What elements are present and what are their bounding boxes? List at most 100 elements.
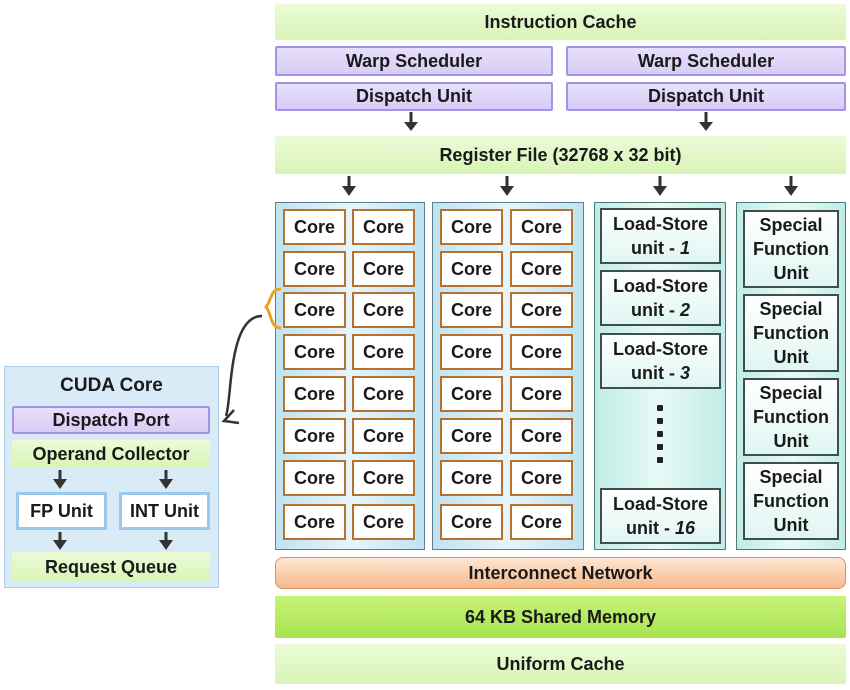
down-arrow-icon: [159, 470, 173, 489]
shared-memory-label: 64 KB Shared Memory: [464, 606, 657, 627]
core-label: Core: [362, 216, 404, 237]
interconnect-network: Interconnect Network: [275, 557, 846, 589]
core-label: Core: [293, 216, 335, 237]
warp-scheduler-label: Warp Scheduler: [637, 50, 775, 71]
core-label: Core: [450, 383, 492, 404]
load-store-number: 16: [674, 518, 695, 538]
load-store-prefix: unit -: [631, 363, 680, 383]
core-cell: Core: [440, 209, 503, 245]
core-cell: Core: [510, 376, 573, 412]
load-store-number: 3: [679, 363, 690, 383]
core-cell: Core: [440, 334, 503, 370]
core-label: Core: [520, 216, 562, 237]
ellipsis-dots: [654, 405, 666, 463]
cuda-core-title-label: CUDA Core: [60, 375, 163, 396]
core-cell: Core: [510, 418, 573, 454]
core-label: Core: [362, 258, 404, 279]
warp-scheduler-right: Warp Scheduler: [566, 46, 846, 76]
load-store-number: 2: [679, 300, 690, 320]
core-label: Core: [362, 341, 404, 362]
core-cell: Core: [283, 292, 346, 328]
core-label: Core: [450, 511, 492, 532]
cuda-core-title: CUDA Core: [4, 372, 219, 400]
int-unit: INT Unit: [119, 492, 210, 530]
shared-memory: 64 KB Shared Memory: [275, 596, 846, 638]
load-store-line2: unit - 3: [631, 361, 690, 385]
core-label: Core: [520, 511, 562, 532]
load-store-prefix: unit -: [631, 238, 680, 258]
core-cell: Core: [510, 504, 573, 540]
core-cell: Core: [510, 334, 573, 370]
cuda-core-panel: [4, 366, 219, 588]
interconnect-label: Interconnect Network: [468, 562, 653, 583]
sfu-line2: Function: [753, 323, 829, 343]
down-arrow-icon: [159, 532, 173, 550]
sfu-line2: Function: [753, 491, 829, 511]
core-cell: Core: [352, 460, 415, 496]
load-store-line2: unit - 1: [631, 236, 690, 260]
load-store-line1: Load-Store: [612, 214, 708, 234]
core-label: Core: [450, 425, 492, 446]
core-cell: Core: [352, 376, 415, 412]
core-label: Core: [450, 299, 492, 320]
core-cell: Core: [283, 334, 346, 370]
down-arrow-icon: [500, 176, 514, 196]
core-cell: Core: [510, 251, 573, 287]
dispatch-port-label: Dispatch Port: [52, 409, 170, 430]
instruction-cache: Instruction Cache: [275, 4, 846, 40]
core-cell: Core: [283, 504, 346, 540]
core-label: Core: [362, 383, 404, 404]
request-queue: Request Queue: [12, 552, 210, 582]
core-cell: Core: [352, 334, 415, 370]
core-cell: Core: [283, 418, 346, 454]
load-store-unit: Load-Store unit - 1: [600, 208, 721, 264]
special-function-unit: Special Function Unit: [743, 210, 839, 288]
load-store-line2: unit - 2: [631, 298, 690, 322]
core-label: Core: [362, 425, 404, 446]
core-label: Core: [520, 425, 562, 446]
register-file: Register File (32768 x 32 bit): [275, 136, 846, 174]
curved-connector-arrow: [224, 314, 263, 417]
core-cell: Core: [510, 292, 573, 328]
uniform-cache-label: Uniform Cache: [496, 653, 625, 674]
load-store-line2: unit - 16: [626, 516, 695, 540]
core-cell: Core: [510, 209, 573, 245]
dispatch-unit-label: Dispatch Unit: [647, 86, 764, 106]
down-arrow-icon: [342, 176, 356, 196]
operand-collector-label: Operand Collector: [32, 443, 190, 464]
down-arrow-icon: [699, 112, 713, 131]
core-label: Core: [362, 511, 404, 532]
load-store-line1: Load-Store: [612, 276, 708, 296]
core-cell: Core: [440, 418, 503, 454]
core-label: Core: [450, 216, 492, 237]
arrowhead-icon: [221, 409, 240, 425]
core-cell: Core: [440, 292, 503, 328]
load-store-unit: Load-Store unit - 3: [600, 333, 721, 389]
core-cell: Core: [440, 251, 503, 287]
load-store-number: 1: [679, 238, 690, 258]
core-label: Core: [293, 299, 335, 320]
core-label: Core: [520, 299, 562, 320]
core-label: Core: [362, 299, 404, 320]
warp-scheduler-left: Warp Scheduler: [275, 46, 553, 76]
load-store-prefix: unit -: [631, 300, 680, 320]
down-arrow-icon: [653, 176, 667, 196]
instruction-cache-label: Instruction Cache: [484, 11, 637, 32]
down-arrow-icon: [404, 112, 418, 131]
core-cell: Core: [352, 504, 415, 540]
special-function-unit: Special Function Unit: [743, 378, 839, 456]
core-cell: Core: [440, 376, 503, 412]
core-label: Core: [520, 467, 562, 488]
sfu-line3: Unit: [773, 431, 809, 451]
core-label: Core: [293, 341, 335, 362]
core-cell: Core: [510, 460, 573, 496]
sfu-line3: Unit: [773, 515, 809, 535]
core-cell: Core: [440, 460, 503, 496]
operand-collector: Operand Collector: [12, 440, 210, 468]
sfu-line3: Unit: [773, 347, 809, 367]
sfu-line3: Unit: [773, 263, 809, 283]
fp-unit-label: FP Unit: [30, 500, 93, 521]
core-label: Core: [293, 467, 335, 488]
special-function-unit: Special Function Unit: [743, 294, 839, 372]
